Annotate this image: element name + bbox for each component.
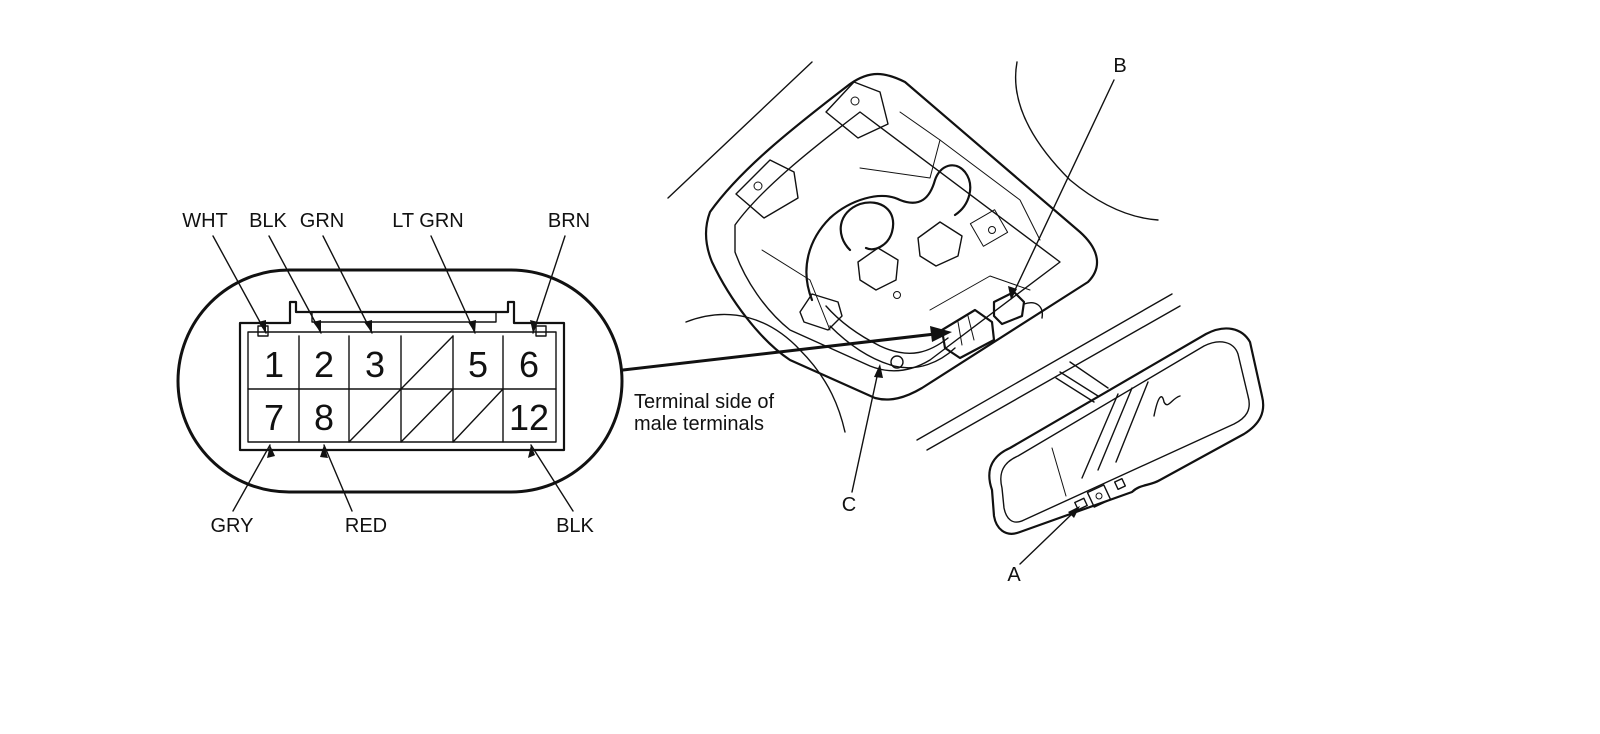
mirror-reflection-2 [1097, 387, 1133, 471]
mount-hole-left [753, 181, 763, 191]
mirror-button-center [1086, 484, 1112, 508]
wire-label-red: RED [345, 515, 387, 537]
empty-cavity-10 [400, 388, 454, 443]
empty-cavity-9 [348, 388, 402, 443]
wire-label-blk-top: BLK [249, 210, 287, 232]
connector-view-outline [176, 268, 624, 494]
console-rib-1 [859, 111, 941, 179]
connector-face-view: 1 2 3 5 6 7 8 12 WHT BLK GRN LT GRN BRN … [176, 210, 775, 537]
callout-c: C [842, 494, 856, 516]
terminal-side-note-line2: male terminals [634, 413, 764, 435]
roof-console-illustration [667, 61, 1181, 451]
pin-5-number: 5 [468, 344, 488, 385]
headliner-edge-lower-right [916, 293, 1173, 441]
pin-7-number: 7 [264, 397, 284, 438]
wire-label-lt-grn: LT GRN [392, 210, 464, 232]
terminal-side-note-line1: Terminal side of [634, 391, 775, 413]
console-opening [705, 72, 1099, 401]
mirror-reflection-1 [1081, 393, 1119, 479]
wire-label-wht: WHT [182, 210, 228, 232]
cavity-grid [247, 335, 557, 443]
mirror-reflection-5 [1051, 447, 1067, 497]
headliner-edge-upper-left [667, 61, 813, 199]
harness-connector-upper [917, 221, 963, 267]
console-rib-2 [939, 139, 1041, 241]
rearview-mirror [988, 327, 1265, 535]
mirror-button-center-dot [1095, 492, 1103, 500]
mount-boss-left [735, 159, 799, 219]
connector-b-cable [1023, 302, 1043, 319]
wire-harness-loop [839, 201, 895, 252]
pin-3-number: 3 [365, 344, 385, 385]
pin-8-number: 8 [314, 397, 334, 438]
mirror-reflection-3 [1115, 381, 1149, 463]
wire-label-brn: BRN [548, 210, 590, 232]
callout-a: A [1007, 564, 1021, 586]
empty-cavity-11 [452, 388, 504, 443]
callout-a-group: A [1007, 506, 1080, 586]
pin-12-number: 12 [509, 397, 549, 438]
mirror-indicator [1113, 477, 1127, 491]
connector-inner-wall [247, 331, 557, 443]
empty-cavity-4 [400, 335, 454, 390]
wire-harness-main [805, 164, 972, 302]
wire-label-blk-bottom: BLK [556, 515, 594, 537]
wire-label-arrowheads [258, 320, 538, 458]
pin-6-number: 6 [519, 344, 539, 385]
mirror-glass [1000, 341, 1250, 523]
component-connector [940, 308, 996, 360]
callout-b: B [1113, 55, 1126, 77]
wire-label-leaders [212, 235, 574, 512]
bracket-right [969, 209, 1009, 247]
harness-connector-left [799, 293, 843, 331]
wire-harness-branch-2 [829, 325, 956, 369]
mirror-stem [1055, 361, 1109, 403]
harness-clip [890, 355, 904, 369]
connector-notch-right [535, 325, 547, 337]
mount-hole-top [850, 96, 860, 106]
mirror-body-outer [988, 327, 1265, 535]
wire-label-gry: GRY [211, 515, 254, 537]
headliner-edge-lower-left [685, 313, 846, 433]
pin-1-number: 1 [264, 344, 284, 385]
wire-harness-branch [825, 305, 949, 354]
mount-hole-right [988, 226, 996, 234]
harness-connector-mid [857, 247, 899, 291]
connector-housing [238, 300, 566, 452]
pin-2-number: 2 [314, 344, 334, 385]
mirror-button-left [1074, 497, 1088, 511]
wire-label-grn: GRN [300, 210, 344, 232]
callout-b-group: B [1008, 55, 1127, 300]
callout-c-group: C [842, 364, 883, 516]
headliner-edge-lower-right-2 [926, 305, 1181, 451]
console-rib-3 [761, 249, 831, 331]
headliner-edge-upper-right [1015, 61, 1159, 221]
mount-hole-center [893, 291, 901, 299]
mirror-reflection-4 [1153, 395, 1181, 417]
mount-boss-top [825, 81, 889, 139]
